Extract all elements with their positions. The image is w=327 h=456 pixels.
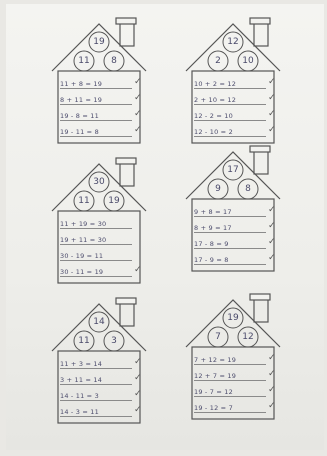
left-number: 9 <box>208 179 228 199</box>
equation-row: 30 - 11 = 19 ✓ <box>60 266 140 278</box>
equation-text: 12 + 7 = 19 <box>194 372 236 380</box>
check-mark-icon: ✓ <box>268 400 276 412</box>
roof-number: 12 <box>223 32 243 52</box>
roof-number: 30 <box>89 172 109 192</box>
check-mark-icon: ✓ <box>268 384 276 396</box>
check-mark-icon: ✓ <box>134 92 142 104</box>
fact-family-house-top-left: 19 11 8 11 + 8 = 19 ✓ 8 + 11 = 19 ✓ 19 - 8… <box>44 16 154 146</box>
equation-row: 11 + 8 = 19 ✓ <box>60 78 140 90</box>
check-mark-icon: ✓ <box>268 108 276 120</box>
equation-text: 30 - 11 = 19 <box>60 268 103 276</box>
check-mark-icon: ✓ <box>268 204 276 216</box>
check-mark-icon: ✓ <box>268 252 276 264</box>
equation-row: 11 + 3 = 14 ✓ <box>60 358 140 370</box>
equation-text: 12 - 2 = 10 <box>194 112 233 120</box>
equation-row: 12 + 7 = 19 ✓ <box>194 370 274 382</box>
check-mark-icon: ✓ <box>134 372 142 384</box>
right-number: 12 <box>238 327 258 347</box>
right-number: 8 <box>238 179 258 199</box>
check-mark-icon: ✓ <box>268 352 276 364</box>
left-number: 11 <box>74 191 94 211</box>
roof-number: 14 <box>89 312 109 332</box>
right-number: 19 <box>104 191 124 211</box>
equation-row: 3 + 11 = 14 ✓ <box>60 374 140 386</box>
fact-family-house-middle-right: 17 9 8 9 + 8 = 17 ✓ 8 + 9 = 17 ✓ 17 - 8 = … <box>178 144 288 274</box>
equation-row: 10 + 2 = 12 ✓ <box>194 78 274 90</box>
equation-row: 7 + 12 = 19 ✓ <box>194 354 274 366</box>
equation-text: 10 + 2 = 12 <box>194 80 236 88</box>
equation-row: 17 - 9 = 8 ✓ <box>194 254 274 266</box>
left-number: 11 <box>74 331 94 351</box>
check-mark-icon: ✓ <box>134 388 142 400</box>
equation-row: 12 - 10 = 2 ✓ <box>194 126 274 138</box>
worksheet-page: 19 11 8 11 + 8 = 19 ✓ 8 + 11 = 19 ✓ 19 - 8… <box>6 4 324 450</box>
check-mark-icon: ✓ <box>268 236 276 248</box>
equation-row: 8 + 9 = 17 ✓ <box>194 222 274 234</box>
equation-row: 17 - 8 = 9 ✓ <box>194 238 274 250</box>
equation-row: 19 - 12 = 7 ✓ <box>194 402 274 414</box>
equation-text: 11 + 8 = 19 <box>60 80 102 88</box>
equation-text: 17 - 8 = 9 <box>194 240 229 248</box>
equation-row: 14 - 11 = 3 ✓ <box>60 390 140 402</box>
equation-row: 19 - 7 = 12 ✓ <box>194 386 274 398</box>
roof-number: 19 <box>223 308 243 328</box>
left-number: 7 <box>208 327 228 347</box>
roof-number: 17 <box>223 160 243 180</box>
equation-row: 19 - 8 = 11 ✓ <box>60 110 140 122</box>
left-number: 2 <box>208 51 228 71</box>
equation-text: 2 + 10 = 12 <box>194 96 236 104</box>
equation-row: 14 - 3 = 11 ✓ <box>60 406 140 418</box>
equation-text: 19 - 7 = 12 <box>194 388 233 396</box>
equation-row: 19 - 11 = 8 ✓ <box>60 126 140 138</box>
check-mark-icon: ✓ <box>134 108 142 120</box>
equation-text: 12 - 10 = 2 <box>194 128 233 136</box>
equation-text: 14 - 3 = 11 <box>60 408 99 416</box>
check-mark-icon: ✓ <box>134 264 142 276</box>
fact-family-house-bottom-right: 19 7 12 7 + 12 = 19 ✓ 12 + 7 = 19 ✓ 19 - 7… <box>178 292 288 422</box>
equation-row: 12 - 2 = 10 ✓ <box>194 110 274 122</box>
check-mark-icon: ✓ <box>268 220 276 232</box>
right-number: 10 <box>238 51 258 71</box>
equation-text: 3 + 11 = 14 <box>60 376 102 384</box>
equation-row: 2 + 10 = 12 ✓ <box>194 94 274 106</box>
equation-row: 30 - 19 = 11 <box>60 250 140 262</box>
fact-family-house-top-right: 12 2 10 10 + 2 = 12 ✓ 2 + 10 = 12 ✓ 12 - 2… <box>178 16 288 146</box>
check-mark-icon: ✓ <box>134 76 142 88</box>
fact-family-house-middle-left: 30 11 19 11 + 19 = 30 19 + 11 = 30 30 - … <box>44 156 154 286</box>
equation-text: 9 + 8 = 17 <box>194 208 232 216</box>
equation-text: 19 - 11 = 8 <box>60 128 99 136</box>
check-mark-icon: ✓ <box>268 368 276 380</box>
check-mark-icon: ✓ <box>268 124 276 136</box>
equation-text: 30 - 19 = 11 <box>60 252 103 260</box>
equation-text: 11 + 19 = 30 <box>60 220 106 228</box>
right-number: 8 <box>104 51 124 71</box>
equation-text: 17 - 9 = 8 <box>194 256 229 264</box>
equation-row: 9 + 8 = 17 ✓ <box>194 206 274 218</box>
equation-text: 19 - 12 = 7 <box>194 404 233 412</box>
equation-text: 19 + 11 = 30 <box>60 236 106 244</box>
equation-row: 8 + 11 = 19 ✓ <box>60 94 140 106</box>
check-mark-icon: ✓ <box>268 92 276 104</box>
equation-text: 11 + 3 = 14 <box>60 360 102 368</box>
equation-text: 8 + 9 = 17 <box>194 224 232 232</box>
equation-text: 7 + 12 = 19 <box>194 356 236 364</box>
check-mark-icon: ✓ <box>134 356 142 368</box>
equation-row: 19 + 11 = 30 <box>60 234 140 246</box>
check-mark-icon: ✓ <box>134 124 142 136</box>
equation-row: 11 + 19 = 30 <box>60 218 140 230</box>
left-number: 11 <box>74 51 94 71</box>
equation-text: 14 - 11 = 3 <box>60 392 99 400</box>
right-number: 3 <box>104 331 124 351</box>
roof-number: 19 <box>89 32 109 52</box>
equation-text: 19 - 8 = 11 <box>60 112 99 120</box>
fact-family-house-bottom-left: 14 11 3 11 + 3 = 14 ✓ 3 + 11 = 14 ✓ 14 - 1… <box>44 296 154 426</box>
equation-text: 8 + 11 = 19 <box>60 96 102 104</box>
check-mark-icon: ✓ <box>134 404 142 416</box>
check-mark-icon: ✓ <box>268 76 276 88</box>
